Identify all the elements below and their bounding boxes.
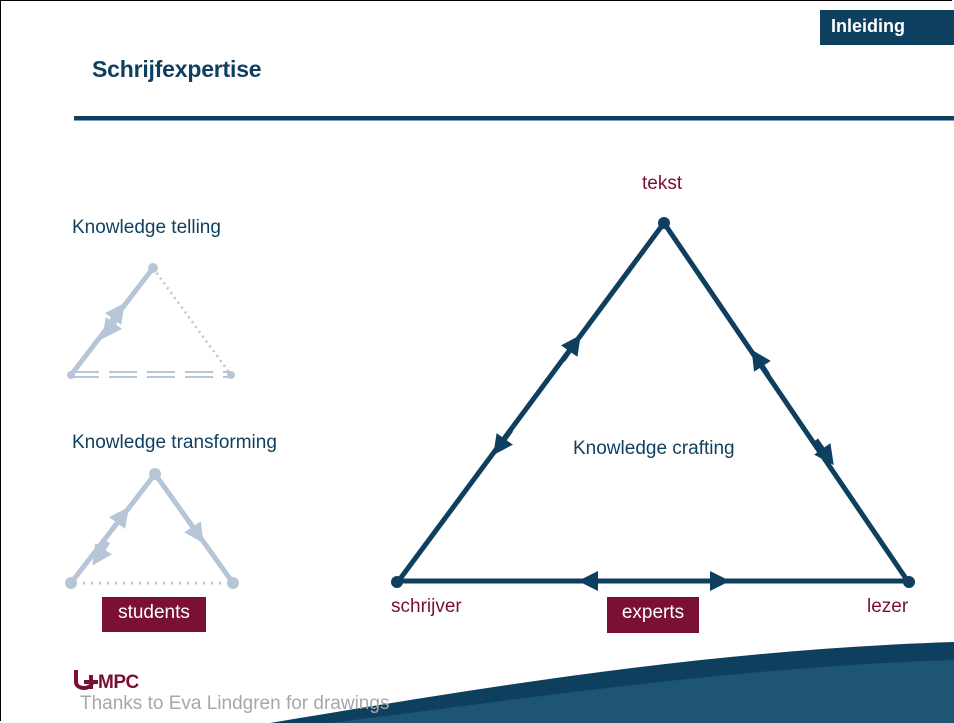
telling-left-node	[67, 371, 75, 379]
drawing-credits: Thanks to Eva Lindgren for drawings	[80, 693, 390, 714]
section-tab: Inleiding	[820, 10, 954, 45]
crafting-arrow-left-down	[493, 428, 514, 456]
section-tab-label: Inleiding	[831, 16, 905, 36]
crafting-top-node	[658, 217, 670, 229]
slide-title: Schrijfexpertise	[92, 56, 262, 82]
knowledge-transforming-label: Knowledge transforming	[72, 432, 277, 453]
telling-top-node	[148, 263, 158, 273]
transforming-arrow-down	[92, 540, 112, 566]
telling-right-node	[227, 371, 235, 379]
title-divider	[74, 116, 954, 121]
crafting-right-edge	[661, 221, 912, 585]
transforming-arrow-right	[184, 518, 204, 544]
crafting-arrow-right-down	[813, 438, 834, 466]
students-tag: students	[102, 597, 206, 632]
crafting-left-edge	[394, 221, 667, 585]
telling-arrow-down	[102, 314, 122, 340]
crafting-right-node	[903, 576, 915, 588]
knowledge-crafting-diagram	[391, 217, 915, 591]
transforming-left-node	[65, 577, 77, 589]
knowledge-transforming-diagram	[65, 468, 239, 589]
vertex-label-tekst: tekst	[642, 173, 683, 194]
knowledge-crafting-label: Knowledge crafting	[573, 438, 735, 459]
mpc-logo	[74, 670, 98, 690]
crafting-arrow-right-up	[751, 349, 771, 377]
vertex-label-lezer: lezer	[867, 596, 909, 617]
mpc-logo-text: MPC	[98, 672, 139, 693]
vertex-label-schrijver: schrijver	[391, 596, 462, 617]
footer-wave	[270, 642, 954, 723]
telling-right-edge	[151, 267, 233, 376]
knowledge-telling-diagram	[67, 263, 235, 379]
transforming-right-node	[227, 577, 239, 589]
knowledge-telling-label: Knowledge telling	[72, 217, 221, 238]
transforming-top-node	[149, 468, 161, 480]
crafting-left-node	[391, 576, 403, 588]
transforming-arrow-up	[109, 506, 129, 532]
crafting-arrow-left-up	[560, 334, 581, 362]
experts-tag: experts	[607, 597, 699, 633]
